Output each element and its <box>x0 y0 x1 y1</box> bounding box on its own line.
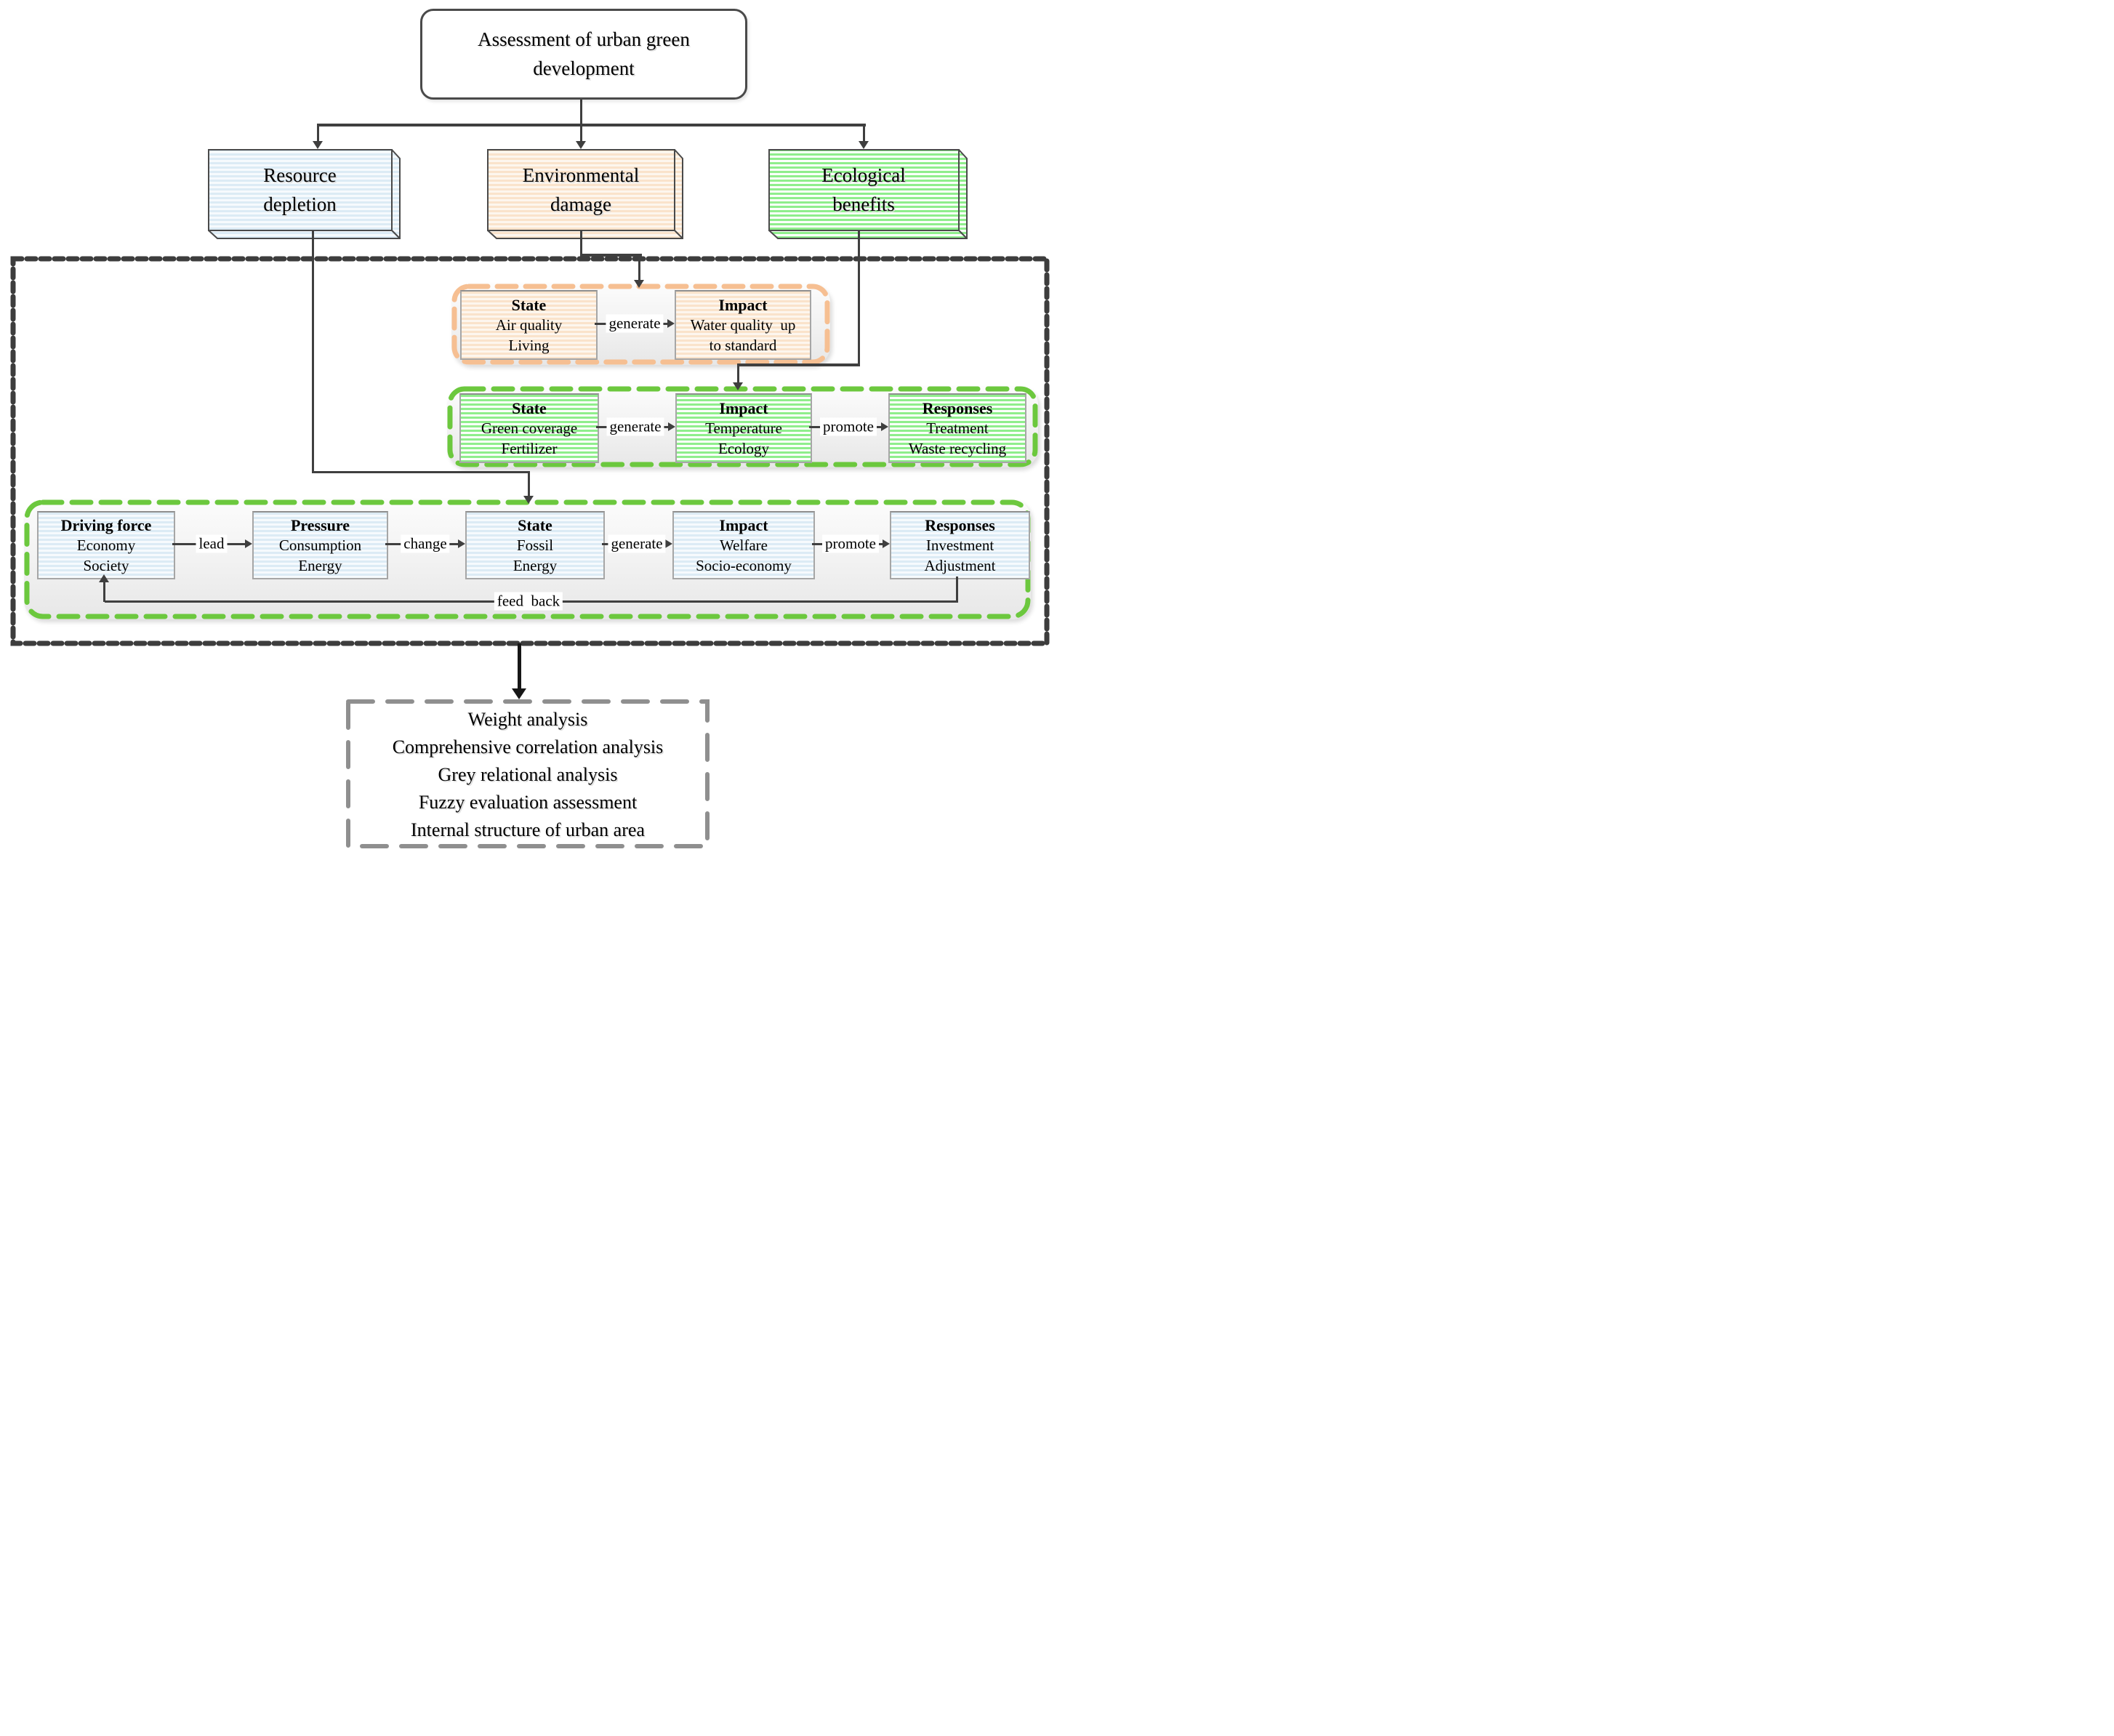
feedback-line <box>103 582 105 602</box>
environmental-damage-label: Environmental damage <box>522 164 640 216</box>
generate-label: generate <box>606 314 664 333</box>
cell-line: Treatment <box>926 419 989 437</box>
connector-line <box>580 95 582 125</box>
cell-header: State <box>518 515 552 534</box>
resource-depletion-3d-shape <box>208 149 401 239</box>
pressure-cell: Pressure Consumption Energy <box>252 511 388 579</box>
resource-depletion-box: Resource depletion <box>208 149 401 239</box>
cell-line: Socio-economy <box>696 556 792 574</box>
impact-temperature-cell: Impact Temperature Ecology <box>675 393 812 463</box>
impact-welfare-cell: Impact Welfare Socio-economy <box>672 511 815 579</box>
ecological-benefits-3d-shape <box>768 149 968 239</box>
state-green-coverage-cell: State Green coverage Fertilizer <box>459 393 599 463</box>
cell-header: State <box>511 295 547 314</box>
cell-line: Temperature <box>705 419 782 437</box>
connector-line <box>858 230 860 366</box>
arrowhead-down-icon <box>512 688 526 699</box>
arrowhead-down-icon <box>634 280 644 288</box>
arrowhead-right-icon <box>883 539 890 548</box>
cell-header: State <box>512 398 547 417</box>
cell-line: to standard <box>709 336 777 354</box>
analysis-line: Grey relational analysis <box>438 764 618 785</box>
arrowhead-up-icon <box>99 574 109 582</box>
analysis-methods-list: Weight analysis Comprehensive correlatio… <box>346 706 710 844</box>
promote-label: promote <box>822 534 879 553</box>
assessment-title-box: Assessment of urban green development <box>420 9 747 100</box>
connector-line <box>312 471 530 473</box>
impact-water-quality-cell: Impact Water quality up to standard <box>675 290 811 360</box>
connector-line <box>638 254 640 280</box>
cell-line: Energy <box>513 556 558 574</box>
environmental-damage-3d-shape <box>487 149 683 239</box>
connector-line <box>580 254 642 257</box>
connector-line <box>737 363 739 383</box>
cell-line: Fossil <box>516 536 554 554</box>
cell-line: Society <box>83 556 129 574</box>
flowchart-canvas: Assessment of urban green development Re… <box>0 0 1057 868</box>
arrowhead-right-icon <box>665 539 672 548</box>
responses-treatment-cell: Responses Treatment Waste recycling <box>888 393 1026 463</box>
arrowhead-down-icon <box>523 496 534 504</box>
cell-line: Fertilizer <box>501 439 558 457</box>
cell-line: Green coverage <box>481 419 578 437</box>
cell-line: Ecology <box>718 439 769 457</box>
arrowhead-down-icon <box>576 141 586 149</box>
cell-line: Welfare <box>720 536 768 554</box>
connector-line <box>317 124 319 142</box>
responses-investment-cell: Responses Investment Adjustment <box>890 511 1030 579</box>
lead-label: lead <box>196 534 228 553</box>
state-fossil-cell: State Fossil Energy <box>465 511 605 579</box>
arrowhead-right-icon <box>458 539 465 548</box>
connector-line <box>737 363 860 366</box>
arrowhead-down-icon <box>313 141 323 149</box>
cell-header: Impact <box>718 295 768 314</box>
generate-label: generate <box>606 417 664 436</box>
analysis-line: Comprehensive correlation analysis <box>392 736 664 758</box>
cell-header: Responses <box>922 398 993 417</box>
cell-line: Economy <box>76 536 136 554</box>
cell-line: Energy <box>298 556 342 574</box>
connector-line <box>312 230 314 473</box>
cell-line: Water quality up <box>690 316 796 334</box>
cell-header: Driving force <box>60 515 152 534</box>
analysis-line: Internal structure of urban area <box>411 819 645 840</box>
driving-force-cell: Driving force Economy Society <box>37 511 175 579</box>
cell-header: Impact <box>719 398 768 417</box>
connector-line <box>863 124 865 142</box>
connector-line <box>528 471 530 497</box>
analysis-arrow-line <box>518 643 521 689</box>
analysis-line: Fuzzy evaluation assessment <box>418 792 638 813</box>
cell-line: Waste recycling <box>908 439 1007 457</box>
arrowhead-down-icon <box>733 382 743 390</box>
analysis-line: Weight analysis <box>467 709 588 730</box>
connector-line <box>580 230 582 256</box>
environmental-damage-box: Environmental damage <box>487 149 683 239</box>
cell-header: Pressure <box>290 515 350 534</box>
connector-line <box>580 124 582 142</box>
resource-depletion-label: Resource depletion <box>263 164 337 216</box>
ecological-benefits-label: Ecological benefits <box>821 164 906 216</box>
arrowhead-down-icon <box>859 141 869 149</box>
cell-line: Investment <box>925 536 994 554</box>
analysis-methods-box: Weight analysis Comprehensive correlatio… <box>346 699 710 848</box>
assessment-title-text: Assessment of urban green development <box>478 28 690 79</box>
arrowhead-right-icon <box>667 319 675 328</box>
cell-line: Air quality <box>495 316 563 334</box>
cell-header: Responses <box>925 515 995 534</box>
feedback-label: feed back <box>494 592 563 611</box>
state-air-quality-cell: State Air quality Living <box>460 290 598 360</box>
cell-header: Impact <box>719 515 768 534</box>
ecological-benefits-box: Ecological benefits <box>768 149 968 239</box>
arrowhead-right-icon <box>668 422 675 431</box>
generate-label: generate <box>608 534 666 553</box>
arrowhead-right-icon <box>881 422 888 431</box>
promote-label: promote <box>820 417 877 436</box>
distributor-line <box>318 124 866 126</box>
cell-line: Adjustment <box>924 556 996 574</box>
cell-line: Consumption <box>278 536 362 554</box>
arrowhead-right-icon <box>245 539 252 548</box>
change-label: change <box>401 534 450 553</box>
feedback-line <box>956 576 958 603</box>
cell-line: Living <box>508 336 550 354</box>
